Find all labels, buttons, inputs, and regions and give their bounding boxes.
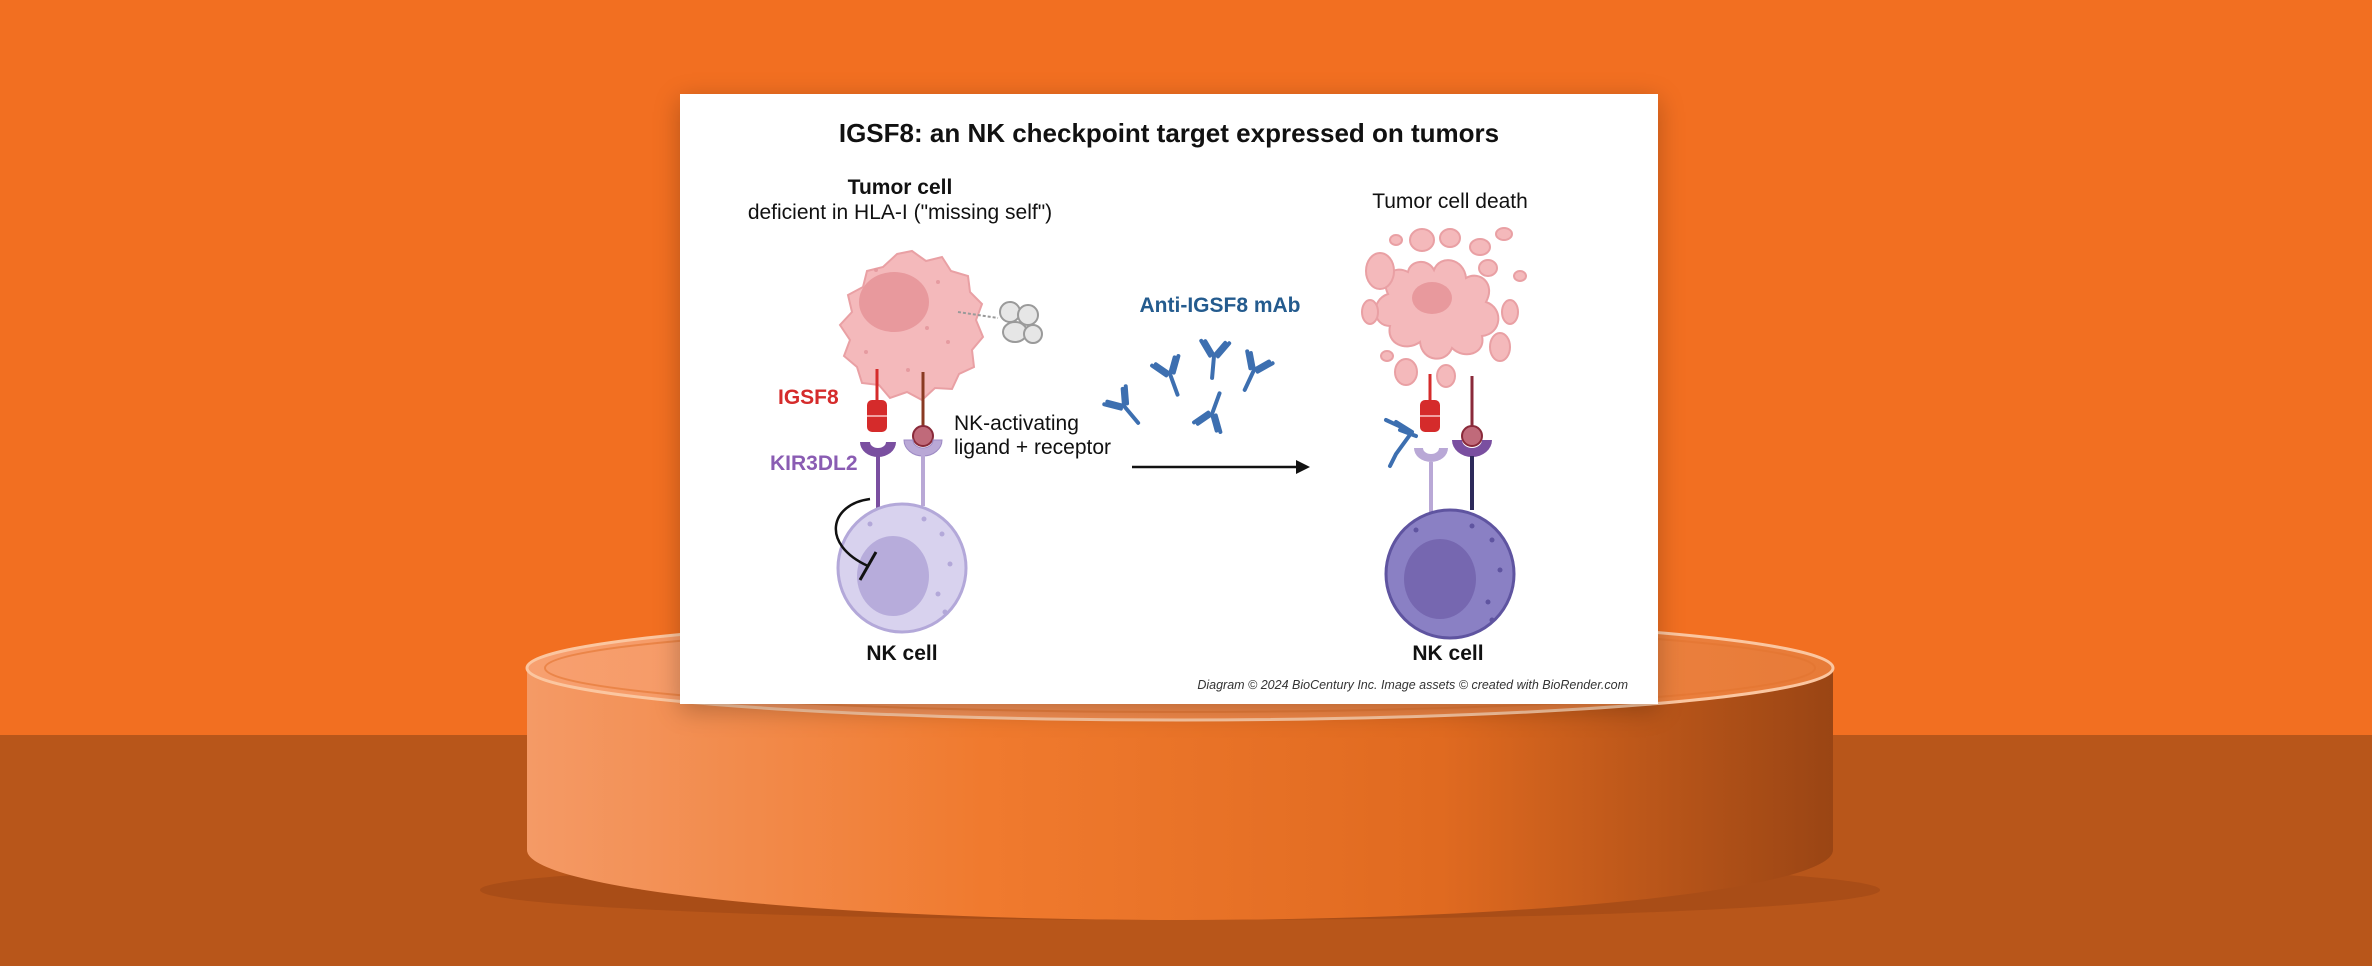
tumor-cell-death-icon xyxy=(1361,227,1527,388)
tumor-cell-sublabel: deficient in HLA-I ("missing self") xyxy=(747,201,1053,224)
kir3dl2-receptor-icon xyxy=(860,442,896,508)
tumor-death-label: Tumor cell death xyxy=(1372,190,1528,213)
activating-receptor-right-icon xyxy=(1452,440,1492,510)
igsf8-label: IGSF8 xyxy=(778,386,839,409)
diagram-card: IGSF8: an NK checkpoint target expressed… xyxy=(680,94,1658,704)
diagram-graphics xyxy=(834,227,1527,640)
process-arrow xyxy=(1132,460,1310,474)
kir3dl2-receptor-right-icon xyxy=(1414,448,1448,512)
antibody-icon xyxy=(1102,338,1275,434)
hla-missing-icon xyxy=(957,301,1043,344)
diagram-title: IGSF8: an NK checkpoint target expressed… xyxy=(838,118,1500,148)
inhibition-arrow-icon xyxy=(834,497,878,581)
igsf8-receptor-right-icon xyxy=(1420,374,1440,432)
nk-activating-label-line1: NK-activating xyxy=(954,412,1079,435)
nk-cell-left-label: NK cell xyxy=(866,642,938,665)
nk-cell-right-label: NK cell xyxy=(1412,642,1484,665)
activating-ligand-right-icon xyxy=(1461,376,1483,447)
bound-antibody-icon xyxy=(1384,418,1418,468)
nk-activating-label-line2: ligand + receptor xyxy=(954,436,1112,459)
igsf8-receptor-icon xyxy=(867,369,887,432)
activating-ligand-icon xyxy=(912,372,934,447)
tumor-cell-icon xyxy=(838,249,985,402)
activating-receptor-icon xyxy=(903,439,943,506)
tumor-cell-label: Tumor cell xyxy=(847,176,953,199)
nk-cell-right-icon xyxy=(1384,508,1516,640)
kir3dl2-label: KIR3DL2 xyxy=(770,452,858,475)
antibody-label: Anti-IGSF8 mAb xyxy=(1139,294,1301,317)
credit-text: Diagram © 2024 BioCentury Inc. Image ass… xyxy=(1197,678,1628,692)
nk-cell-left-icon xyxy=(836,502,968,634)
